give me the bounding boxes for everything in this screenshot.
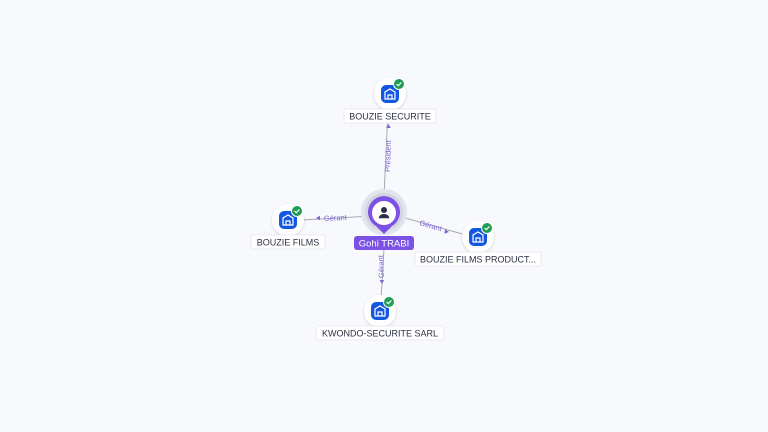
person-name-badge [354, 236, 414, 250]
verified-badge-icon [393, 78, 405, 90]
company-label-bg [315, 325, 445, 341]
company-label-bg [250, 234, 326, 250]
building-glyph [374, 305, 386, 317]
company-node-kwondo-securite[interactable]: KWONDO-SECURITE SARL [315, 295, 445, 341]
company-node-bouzie-securite[interactable]: BOUZIE SECURITE [343, 78, 437, 124]
relation-label-left: Gérant [324, 213, 348, 223]
verified-badge-icon [481, 222, 493, 234]
company-label: BOUZIE FILMS PRODUCT... [420, 255, 536, 265]
person-node[interactable]: Gohi TRABI [354, 189, 414, 250]
building-glyph [472, 231, 484, 243]
relation-label-bottom: Gérant [376, 254, 386, 278]
arrowheads [316, 124, 449, 284]
edge-left [301, 215, 373, 221]
company-label-bg [343, 108, 437, 124]
person-name-label: Gohi TRABI [359, 239, 410, 250]
company-label: BOUZIE SECURITE [349, 112, 431, 122]
building-glyph [282, 214, 294, 226]
company-label: BOUZIE FILMS [257, 238, 320, 248]
relation-label-top: Président [383, 139, 393, 172]
company-node-bouzie-films[interactable]: BOUZIE FILMS [250, 204, 326, 250]
edge-top [383, 109, 389, 197]
edge-right [397, 215, 467, 236]
verified-badge-icon [291, 205, 303, 217]
relation-label-right: Gérant [418, 218, 443, 233]
arrow-right [444, 229, 449, 234]
company-node-bouzie-films-production[interactable]: BOUZIE FILMS PRODUCT... [414, 221, 542, 267]
company-label: KWONDO-SECURITE SARL [322, 329, 438, 339]
arrow-top [386, 124, 391, 128]
person-icon [378, 207, 390, 219]
arrow-bottom [379, 280, 385, 284]
edges [301, 109, 467, 301]
arrow-left [316, 215, 320, 221]
verified-badge-icon [383, 296, 395, 308]
edge-bottom [380, 247, 385, 301]
company-label-bg [414, 251, 542, 267]
building-glyph [384, 88, 396, 100]
